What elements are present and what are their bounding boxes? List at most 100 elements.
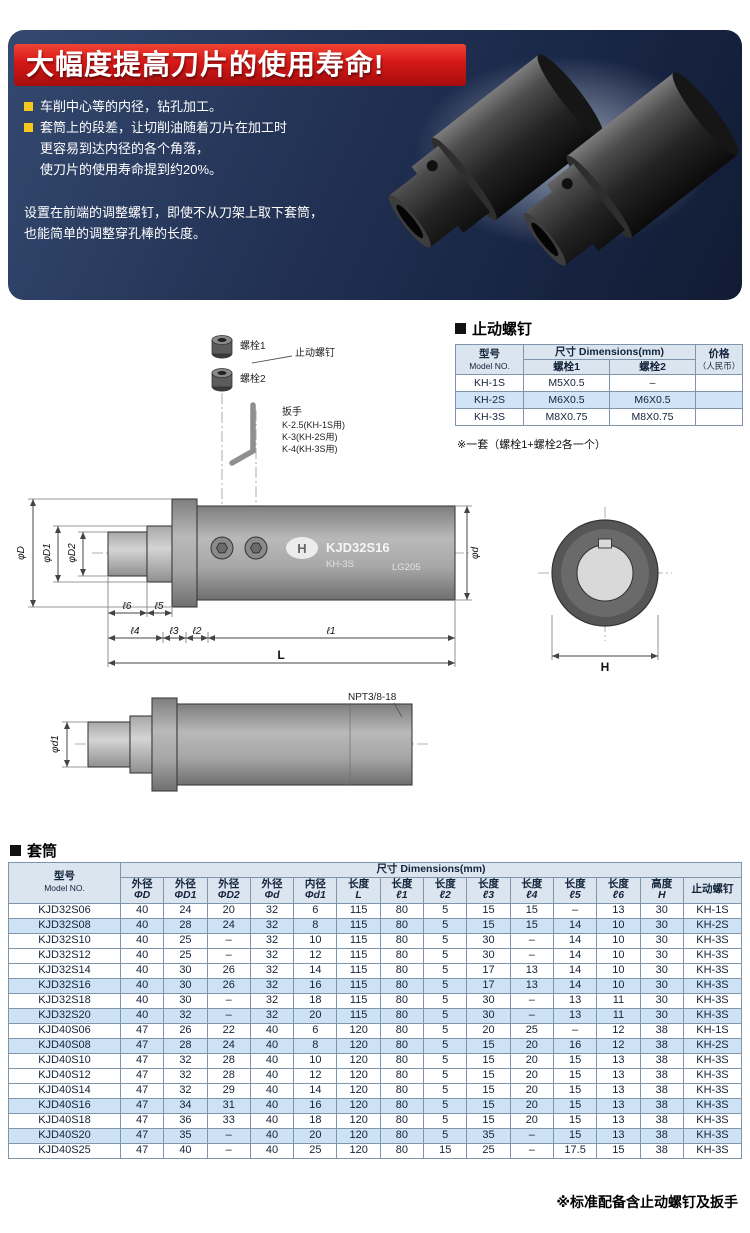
cell-value: 32 — [249, 932, 295, 949]
cell-value: 20 — [293, 1127, 338, 1144]
cell-value: M6X0.5 — [523, 391, 610, 409]
cell-value: 30 — [639, 932, 684, 949]
cell-value: 40 — [119, 947, 165, 964]
cell-value: KH-3S — [682, 1067, 743, 1084]
cell-value: 25 — [163, 932, 208, 949]
cell-value: 38 — [639, 1037, 684, 1054]
cell-value: – — [206, 1142, 251, 1159]
cell-value: 80 — [379, 1022, 425, 1039]
cell-value: 40 — [249, 1052, 295, 1069]
cell-value: 5 — [423, 962, 468, 979]
cell-value: 47 — [119, 1052, 165, 1069]
bullet-item: 车削中心等的内径，钻孔加工。 — [24, 96, 424, 117]
bolt1-column-header: 螺栓1 — [523, 359, 610, 375]
body-code-text: LG205 — [392, 562, 421, 573]
cell-value: 80 — [379, 1142, 425, 1159]
cell-value: 40 — [249, 1127, 295, 1144]
cell-value: 20 — [509, 1097, 554, 1114]
cell-value — [695, 391, 744, 409]
cell-value: 120 — [336, 1097, 381, 1114]
cell-model: KJD32S20 — [8, 1007, 121, 1024]
cell-value: 80 — [379, 1052, 425, 1069]
cell-value: 120 — [336, 1112, 381, 1129]
cell-model: KJD40S12 — [8, 1067, 121, 1084]
cell-model: KJD32S18 — [8, 992, 121, 1009]
cell-value — [695, 408, 744, 426]
cell-value: 38 — [639, 1082, 684, 1099]
cell-value: 32 — [249, 902, 295, 919]
cell-value: 80 — [379, 947, 425, 964]
cell-value: 28 — [163, 1037, 208, 1054]
section-title-sleeve: 套筒 — [10, 840, 57, 861]
cell-value: KH-3S — [682, 977, 743, 994]
cell-value: 80 — [379, 1067, 425, 1084]
cell-value: 30 — [639, 947, 684, 964]
cell-value: 15 — [552, 1082, 598, 1099]
cell-value: 40 — [249, 1142, 295, 1159]
cell-value: 120 — [336, 1022, 381, 1039]
dim-L-label: L — [277, 648, 284, 662]
cell-value: 16 — [552, 1037, 598, 1054]
cell-value: 115 — [336, 977, 381, 994]
cell-value: 47 — [119, 1067, 165, 1084]
cell-value: 47 — [119, 1127, 165, 1144]
cell-value: 32 — [163, 1052, 208, 1069]
bullet-icon — [24, 102, 33, 111]
cell-value: 80 — [379, 1097, 425, 1114]
cell-value: 14 — [552, 932, 598, 949]
cell-value: 80 — [379, 977, 425, 994]
wrench-size-1: K-2.5(KH-1S用) — [282, 420, 345, 430]
cell-value: 115 — [336, 917, 381, 934]
tool-holder-right — [523, 72, 739, 267]
cell-value: 15 — [509, 917, 554, 934]
bullet-text: 车削中心等的内径，钻孔加工。 — [40, 99, 223, 114]
section-marker-icon — [10, 845, 21, 856]
cell-value: 80 — [379, 1127, 425, 1144]
cell-value: 115 — [336, 962, 381, 979]
cell-value: 5 — [423, 932, 468, 949]
cell-value: 16 — [293, 977, 338, 994]
stop-screw-table: 型号 Model NO. 尺寸 Dimensions(mm) 价格 （人民币） … — [455, 344, 744, 426]
cell-value: 15 — [466, 902, 511, 919]
cell-value: KH-2S — [682, 917, 743, 934]
cell-value: 15 — [552, 1112, 598, 1129]
cell-value: 15 — [466, 1052, 511, 1069]
cell-value: KH-1S — [682, 1022, 743, 1039]
cell-value: 17 — [466, 962, 511, 979]
cell-value: 40 — [249, 1022, 295, 1039]
front-view: H — [538, 507, 672, 674]
dia-d1-label: φd1 — [50, 735, 61, 753]
cell-value: 20 — [293, 1007, 338, 1024]
cell-model: KJD40S08 — [8, 1037, 121, 1054]
cell-value: 17.5 — [552, 1142, 598, 1159]
cell-model: KJD32S14 — [8, 962, 121, 979]
cell-value: 33 — [206, 1112, 251, 1129]
dim-l4-label: ℓ4 — [130, 626, 140, 637]
cell-value: M8X0.75 — [608, 408, 697, 426]
cell-value: 28 — [206, 1052, 251, 1069]
cell-value: 40 — [119, 992, 165, 1009]
cell-value: 30 — [466, 932, 511, 949]
cell-value: 47 — [119, 1022, 165, 1039]
cell-value: 5 — [423, 947, 468, 964]
cell-value: 13 — [596, 1097, 641, 1114]
cell-value: M5X0.5 — [523, 374, 610, 392]
cell-value: 38 — [639, 1052, 684, 1069]
cell-value: 25 — [163, 947, 208, 964]
cell-value: 115 — [336, 992, 381, 1009]
hero-bullet-list: 车削中心等的内径，钻孔加工。 套筒上的段差，让切削油随着刀片在加工时 更容易到达… — [24, 96, 424, 244]
cell-value: – — [206, 1127, 251, 1144]
cell-value: 32 — [249, 947, 295, 964]
cell-value: 5 — [423, 1127, 468, 1144]
model-column-header: 型号 Model NO. — [455, 344, 524, 375]
cell-value: – — [509, 932, 554, 949]
cell-value: 80 — [379, 1037, 425, 1054]
cell-value: 30 — [639, 902, 684, 919]
cell-model: KJD32S08 — [8, 917, 121, 934]
cell-value: – — [206, 947, 251, 964]
cell-value: 80 — [379, 917, 425, 934]
